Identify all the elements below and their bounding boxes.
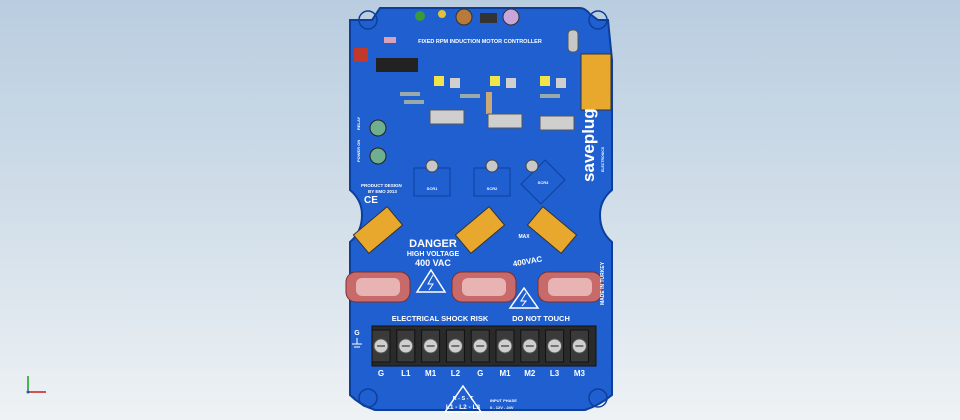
scr-label: SCR1 — [427, 186, 438, 191]
terminal-label: M2 — [524, 369, 536, 378]
resistors — [400, 92, 560, 114]
danger-label: DANGER — [409, 238, 457, 250]
scr-label: SCR2 — [487, 186, 498, 191]
top-capacitors — [384, 8, 579, 53]
shock-risk-label: ELECTRICAL SHOCK RISK — [392, 314, 489, 323]
terminal-label: L1 — [401, 369, 411, 378]
phase-line-2: L1 - L2 - L3 — [446, 404, 481, 411]
phase-line-3: INPUT PHASE — [490, 398, 517, 403]
ground-icon — [352, 338, 362, 348]
ic-chip — [376, 58, 418, 72]
copper-pad-top — [580, 53, 612, 111]
terminal-label: M1 — [499, 369, 511, 378]
terminal-label: L3 — [550, 369, 560, 378]
terminal-labels: G L1 M1 L2 G M1 M2 L3 M3 — [378, 369, 586, 378]
max-label: MAX — [518, 234, 530, 240]
voltage-value: 400 VAC — [415, 258, 451, 268]
terminal-label: L2 — [451, 369, 461, 378]
scr-label: SCR3 — [538, 180, 549, 185]
toroid-coils — [345, 271, 603, 303]
terminal-screws — [371, 329, 589, 363]
terminal-label: G — [477, 369, 483, 378]
made-in-label: MADE IN TURKEY — [600, 261, 606, 305]
axis-triad-icon — [26, 376, 46, 394]
relay-label: RELAY — [356, 116, 361, 130]
phase-line-1: R - S - T — [453, 396, 474, 402]
terminal-label: M1 — [425, 369, 437, 378]
design-line-1: PRODUCT DESIGN — [361, 183, 402, 188]
copper-pads — [352, 205, 578, 255]
brand-logo: saveplug — [579, 108, 598, 182]
do-not-touch-label: DO NOT TOUCH — [512, 314, 570, 323]
scr-heatsinks — [413, 159, 566, 205]
brand-subtitle: ELECTRONICS — [601, 146, 605, 172]
input-phase-triangle — [443, 384, 483, 413]
high-voltage-label: HIGH VOLTAGE — [407, 251, 460, 258]
board-title: FIXED RPM INDUCTION MOTOR CONTROLLER — [418, 39, 542, 45]
dip-switch[interactable] — [354, 48, 368, 62]
relay-led — [369, 119, 387, 137]
terminal-label: M3 — [574, 369, 586, 378]
warning-triangle-icon — [415, 268, 447, 293]
ground-label: G — [354, 330, 360, 337]
heatsink-pads — [429, 109, 575, 131]
yellow-components — [434, 76, 566, 88]
design-line-2: BY EMO 2013 — [368, 189, 397, 194]
phase-line-4: 0 - 12V - 24V — [490, 405, 514, 410]
terminal-label: G — [378, 369, 384, 378]
power-led — [369, 147, 387, 165]
pcb-board — [349, 7, 613, 411]
warning-triangle-icon — [508, 286, 540, 309]
ce-mark: CE — [364, 195, 378, 206]
power-label: POWER ON — [356, 140, 361, 162]
